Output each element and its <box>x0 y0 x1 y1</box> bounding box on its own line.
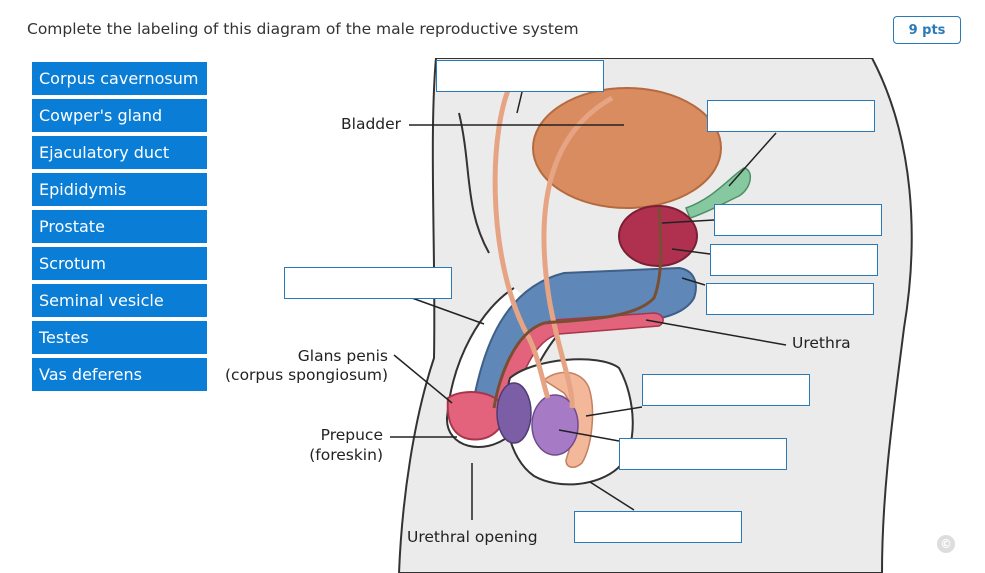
urethra-path <box>492 207 663 409</box>
leader-prostate <box>671 248 711 255</box>
leader-top-box <box>516 91 523 114</box>
leader-cowpers <box>681 277 706 286</box>
vas-deferens-right <box>541 95 614 409</box>
drop-zone-scrotum[interactable] <box>574 511 742 543</box>
answer-chip-vas-deferens[interactable]: Vas deferens <box>32 358 207 391</box>
answer-chip-prostate[interactable]: Prostate <box>32 210 207 243</box>
prostate-shape <box>618 205 698 267</box>
leader-scrotum <box>589 481 635 511</box>
leader-ejaculatory <box>661 219 715 224</box>
answer-chip-ejaculatory-duct[interactable]: Ejaculatory duct <box>32 136 207 169</box>
vas-deferens-left <box>492 76 551 399</box>
answer-chip-scrotum[interactable]: Scrotum <box>32 247 207 280</box>
anatomy-illustration <box>390 58 913 573</box>
answer-chip-cowpers-gland[interactable]: Cowper's gland <box>32 99 207 132</box>
drop-zone-cavernosum[interactable] <box>284 267 452 299</box>
label-glans-line1: Glans penis <box>297 347 388 365</box>
testis-shape <box>531 394 579 456</box>
drop-zone-ejaculatory[interactable] <box>714 204 882 236</box>
hip-line <box>458 112 490 254</box>
leader-testes <box>558 429 620 442</box>
leader-cavernosum <box>411 297 485 325</box>
drop-zone-prostate[interactable] <box>710 244 878 276</box>
label-prepuce-line2: (foreskin) <box>309 446 383 464</box>
label-prepuce-line1: Prepuce <box>320 426 383 444</box>
drop-zone-top[interactable] <box>436 60 604 92</box>
diagram-stage: Bladder Urethra Glans penis (corpus spon… <box>214 58 985 573</box>
leader-glans <box>393 354 453 404</box>
drop-zone-cowpers[interactable] <box>706 283 874 315</box>
question-text: Complete the labeling of this diagram of… <box>27 20 579 38</box>
glans-shape <box>446 391 506 441</box>
answer-chip-epididymis[interactable]: Epididymis <box>32 173 207 206</box>
answer-chip-seminal-vesicle[interactable]: Seminal vesicle <box>32 284 207 317</box>
leader-epididymis <box>585 406 643 417</box>
leader-seminal-vesicle <box>728 132 777 187</box>
answer-chip-testes[interactable]: Testes <box>32 321 207 354</box>
drop-zone-seminal-vesicle[interactable] <box>707 100 875 132</box>
bladder-shape <box>532 87 722 209</box>
answer-chip-corpus-cavernosum[interactable]: Corpus cavernosum <box>32 62 207 95</box>
drop-zone-testes[interactable] <box>619 438 787 470</box>
copyright-icon: © <box>937 535 955 553</box>
word-bank: Corpus cavernosum Cowper's gland Ejacula… <box>32 62 207 395</box>
testis-back-shape <box>496 382 532 444</box>
leader-urethra <box>645 319 787 346</box>
label-urethral-opening: Urethral opening <box>407 528 538 546</box>
label-bladder: Bladder <box>341 115 402 133</box>
points-badge: 9 pts <box>893 16 961 44</box>
label-urethra: Urethra <box>792 334 851 352</box>
drop-zone-epididymis[interactable] <box>642 374 810 406</box>
label-glans-line2: (corpus spongiosum) <box>225 366 388 384</box>
